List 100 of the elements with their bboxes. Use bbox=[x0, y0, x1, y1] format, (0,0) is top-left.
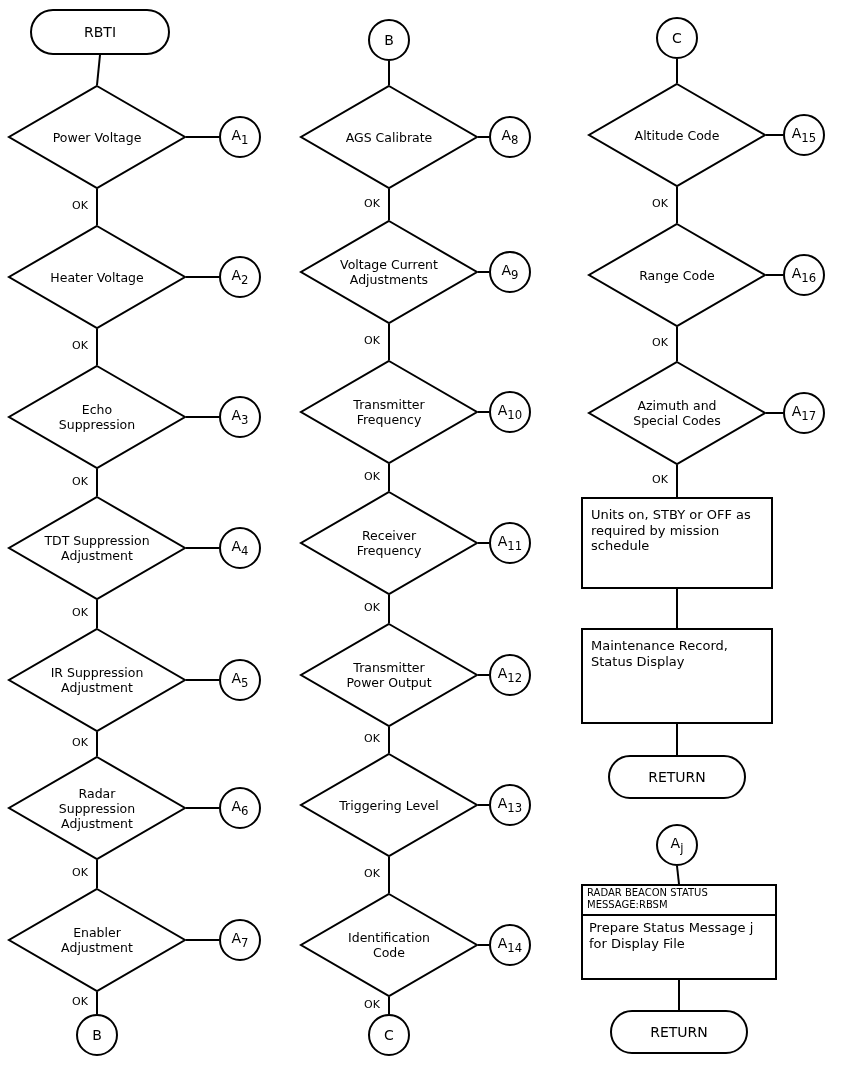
edge-label: OK bbox=[363, 470, 381, 483]
connector-circle bbox=[368, 1014, 410, 1056]
connector-line bbox=[96, 599, 98, 629]
decision-diamond bbox=[588, 361, 766, 465]
connector-label: A$_{3}$ bbox=[231, 407, 249, 427]
connector-circle bbox=[219, 116, 261, 158]
connector-label: A$_{4}$ bbox=[231, 538, 249, 558]
connector-line bbox=[185, 276, 220, 278]
process-box bbox=[581, 628, 773, 724]
connector-line bbox=[388, 996, 390, 1015]
decision-diamond bbox=[8, 628, 186, 732]
connector-label: A$_{17}$ bbox=[791, 403, 817, 423]
decision-diamond bbox=[300, 623, 478, 727]
connector-line bbox=[96, 991, 98, 1015]
connector-label: A$_{13}$ bbox=[497, 795, 523, 815]
connector-label: A$_{12}$ bbox=[497, 665, 523, 685]
decision-diamond bbox=[300, 893, 478, 997]
connector-line bbox=[185, 939, 220, 941]
connector-line bbox=[676, 464, 678, 498]
decision-label: Transmitter Frequency bbox=[352, 397, 426, 427]
connector-line bbox=[185, 547, 220, 549]
connector-circle bbox=[489, 924, 531, 966]
connector-line bbox=[388, 726, 390, 754]
decision-label: Radar Suppression Adjustment bbox=[57, 785, 137, 831]
process-label: Units on, STBY or OFF as required by mission schedule bbox=[591, 507, 752, 554]
connector-label: A$_{2}$ bbox=[231, 267, 249, 287]
connector-label: A$_{10}$ bbox=[497, 402, 523, 422]
decision-label: Transmitter Power Output bbox=[345, 660, 433, 690]
terminal-label: RETURN bbox=[650, 1023, 708, 1041]
connector-circle bbox=[219, 919, 261, 961]
decision-diamond bbox=[588, 83, 766, 187]
connector-line bbox=[388, 323, 390, 361]
process-box bbox=[581, 884, 777, 980]
terminal-box bbox=[610, 1010, 748, 1054]
connector-line bbox=[477, 674, 490, 676]
connector-line bbox=[96, 54, 101, 86]
connector-label: A$_{j}$ bbox=[670, 835, 684, 855]
connector-circle bbox=[783, 114, 825, 156]
connector-line bbox=[96, 188, 98, 226]
decision-label: Enabler Adjustment bbox=[60, 925, 134, 955]
connector-circle bbox=[76, 1014, 118, 1056]
connector-circle bbox=[489, 522, 531, 564]
connector-label: A$_{1}$ bbox=[231, 127, 249, 147]
process-box bbox=[581, 497, 773, 589]
connector-label: A$_{6}$ bbox=[231, 798, 249, 818]
edge-label: OK bbox=[363, 998, 381, 1011]
decision-label: Echo Suppression bbox=[57, 402, 137, 432]
process-label: Maintenance Record, Status Display bbox=[591, 638, 729, 670]
connector-line bbox=[676, 723, 678, 756]
connector-circle bbox=[783, 392, 825, 434]
connector-label: A$_{14}$ bbox=[497, 935, 523, 955]
connector-line bbox=[765, 412, 784, 414]
connector-line bbox=[388, 856, 390, 894]
connector-line bbox=[477, 944, 490, 946]
decision-diamond bbox=[300, 85, 478, 189]
decision-diamond bbox=[8, 756, 186, 860]
decision-label: Power Voltage bbox=[51, 129, 143, 145]
connector-label: B bbox=[384, 31, 394, 49]
connector-circle bbox=[219, 256, 261, 298]
decision-label: Azimuth and Special Codes bbox=[632, 398, 722, 428]
connector-line bbox=[676, 186, 678, 224]
connector-line bbox=[388, 60, 390, 86]
decision-diamond bbox=[300, 753, 478, 857]
decision-diamond bbox=[8, 496, 186, 600]
terminal-label: RETURN bbox=[648, 768, 706, 786]
connector-circle bbox=[656, 824, 698, 866]
connector-circle bbox=[219, 787, 261, 829]
connector-line bbox=[765, 274, 784, 276]
connector-label: A$_{5}$ bbox=[231, 670, 249, 690]
connector-line bbox=[96, 468, 98, 497]
connector-line bbox=[477, 271, 490, 273]
connector-label: A$_{16}$ bbox=[791, 265, 817, 285]
terminal-box bbox=[30, 9, 170, 55]
decision-diamond bbox=[588, 223, 766, 327]
connector-line bbox=[388, 463, 390, 492]
connector-label: C bbox=[384, 1026, 394, 1044]
decision-label: Range Code bbox=[638, 267, 716, 283]
connector-line bbox=[765, 134, 784, 136]
decision-diamond bbox=[300, 491, 478, 595]
terminal-box bbox=[608, 755, 746, 799]
connector-label: A$_{8}$ bbox=[501, 127, 519, 147]
connector-line bbox=[477, 411, 490, 413]
decision-label: Altitude Code bbox=[633, 127, 721, 143]
decision-diamond bbox=[8, 365, 186, 469]
connector-line bbox=[678, 979, 680, 1011]
connector-line bbox=[676, 865, 680, 885]
connector-label: A$_{15}$ bbox=[791, 125, 817, 145]
connector-line bbox=[676, 326, 678, 362]
connector-circle bbox=[219, 659, 261, 701]
decision-diamond bbox=[300, 360, 478, 464]
connector-label: A$_{9}$ bbox=[501, 262, 519, 282]
decision-diamond bbox=[8, 888, 186, 992]
connector-line bbox=[185, 807, 220, 809]
decision-label: AGS Calibrate bbox=[344, 129, 434, 145]
connector-line bbox=[477, 136, 490, 138]
decision-label: TDT Suppression Adjustment bbox=[43, 533, 151, 563]
decision-diamond bbox=[8, 225, 186, 329]
connector-line bbox=[96, 859, 98, 889]
connector-line bbox=[388, 594, 390, 624]
decision-label: Heater Voltage bbox=[49, 269, 145, 285]
